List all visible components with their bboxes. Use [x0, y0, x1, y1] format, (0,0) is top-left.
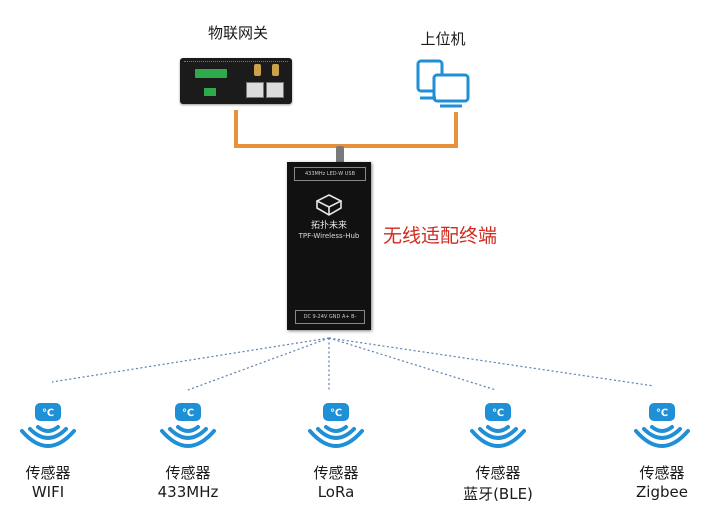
hub-top-print: 433MHz LED-W USB — [294, 167, 366, 181]
hub-logo-icon — [316, 194, 342, 216]
sensor-name: 传感器 — [475, 464, 521, 482]
sensor-name: 传感器 — [313, 464, 359, 482]
wireless-sensor-icon: ℃ — [20, 403, 76, 448]
hub-brand-text: 拓扑未来 — [310, 221, 347, 231]
hub-bottom-print: DC 9-24V GND A+ B- — [295, 310, 365, 324]
wireless-sensor-icon: ℃ — [634, 403, 690, 448]
sensor-protocol: 433MHz — [157, 483, 219, 501]
host-label: 上位机 — [420, 30, 466, 48]
sensor-symbol: ℃ — [492, 408, 504, 419]
sensor-name: 传感器 — [25, 464, 71, 482]
computer-icon — [416, 59, 470, 108]
ethernet-port — [266, 82, 284, 98]
gateway-device — [180, 58, 292, 104]
wireless-hub-device: 433MHz LED-W USB 拓扑未来 TPF-Wireless-Hub D… — [287, 162, 371, 330]
wired-link — [234, 110, 458, 148]
hub-antenna — [336, 146, 344, 164]
sensor-protocol: LoRa — [317, 483, 355, 501]
wireless-link-ble — [328, 337, 497, 391]
wireless-sensor-icon: ℃ — [308, 403, 364, 448]
wireless-sensor-icon: ℃ — [160, 403, 216, 448]
sensor-protocol: WIFI — [31, 483, 65, 501]
wireless-link-zigbee — [328, 337, 655, 387]
terminal-block-small — [204, 88, 216, 96]
antenna-connector — [254, 64, 261, 76]
sensor-protocol: 蓝牙(BLE) — [463, 485, 533, 503]
sensor-symbol: ℃ — [42, 408, 54, 419]
hub-model-text: TPF-Wireless-Hub — [298, 232, 360, 240]
hub-label: 无线适配终端 — [383, 225, 498, 247]
wireless-link-wifi — [51, 337, 330, 383]
sensor-symbol: ℃ — [182, 408, 194, 419]
antenna-connector — [272, 64, 279, 76]
sensor-symbol: ℃ — [656, 408, 668, 419]
sensor-protocol: Zigbee — [636, 483, 688, 501]
sensor-name: 传感器 — [165, 464, 211, 482]
wireless-sensor-icon: ℃ — [470, 403, 526, 448]
sensor-symbol: ℃ — [330, 408, 342, 419]
gateway-label: 物联网关 — [207, 24, 268, 42]
terminal-block — [195, 69, 227, 78]
wireless-link-433 — [187, 337, 330, 391]
sensor-name: 传感器 — [639, 464, 685, 482]
ethernet-port — [246, 82, 264, 98]
